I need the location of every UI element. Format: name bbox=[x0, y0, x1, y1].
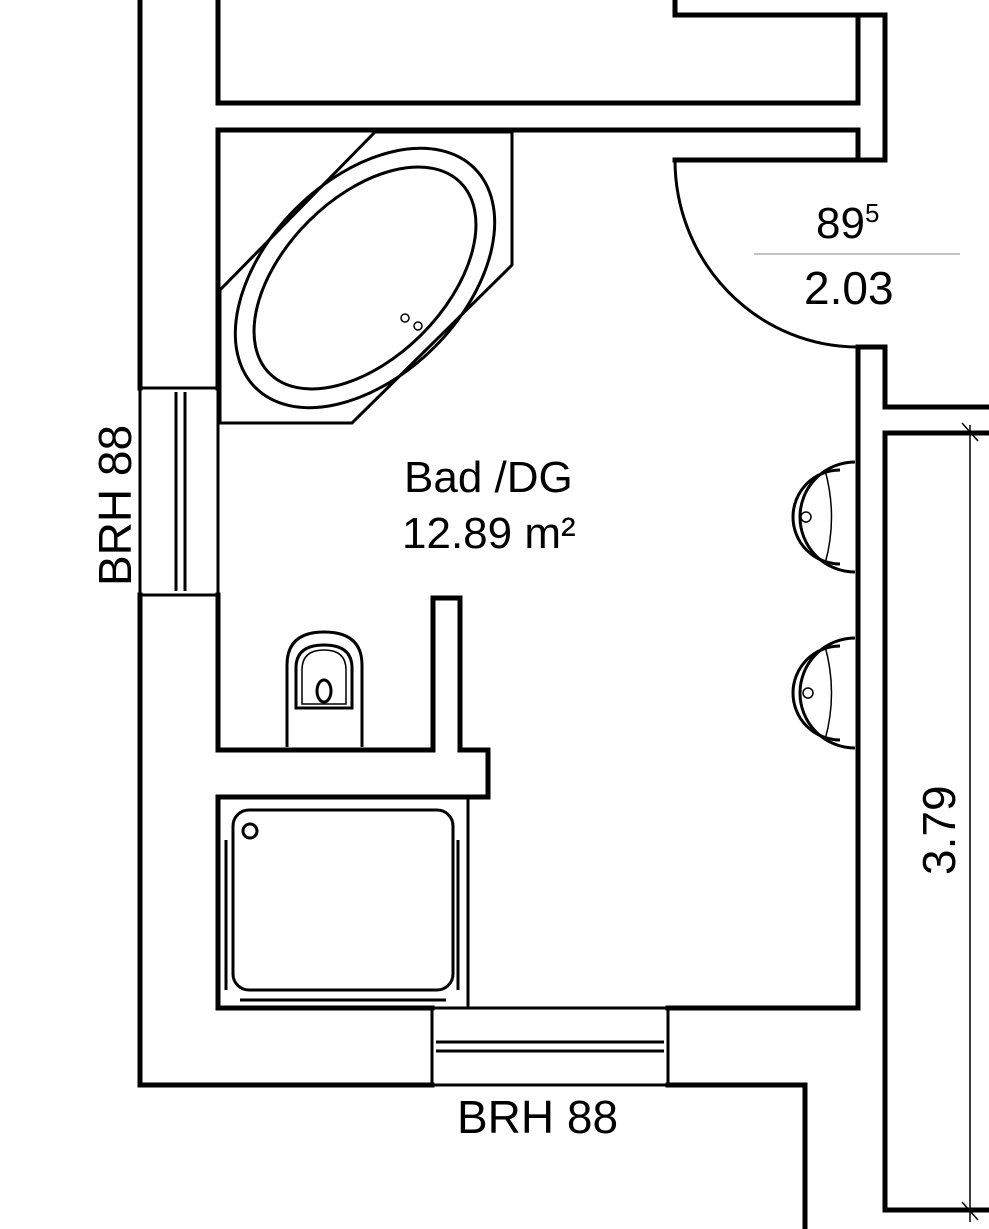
toilet bbox=[285, 630, 364, 747]
door-width-main: 89 bbox=[816, 199, 865, 248]
window-bottom-label: BRH 88 bbox=[457, 1091, 619, 1143]
window-left-label: BRH 88 bbox=[89, 424, 141, 586]
dimension-right-label: 3.79 bbox=[913, 785, 965, 875]
bathtub bbox=[218, 130, 514, 425]
sink-upper bbox=[791, 460, 856, 574]
window-left bbox=[138, 386, 220, 597]
sink-lower bbox=[791, 636, 856, 750]
shower-tray bbox=[216, 795, 470, 1010]
door-height: 2.03 bbox=[804, 262, 894, 314]
door-width-sup: 5 bbox=[864, 198, 880, 228]
door-swing bbox=[673, 159, 859, 349]
walls bbox=[137, 0, 989, 1229]
window-bottom bbox=[430, 1006, 670, 1087]
room-area: 12.89 m² bbox=[402, 509, 576, 558]
dimension-line-right bbox=[961, 422, 979, 1222]
door-width: 895 bbox=[816, 200, 879, 246]
room-name: Bad /DG bbox=[404, 453, 573, 502]
